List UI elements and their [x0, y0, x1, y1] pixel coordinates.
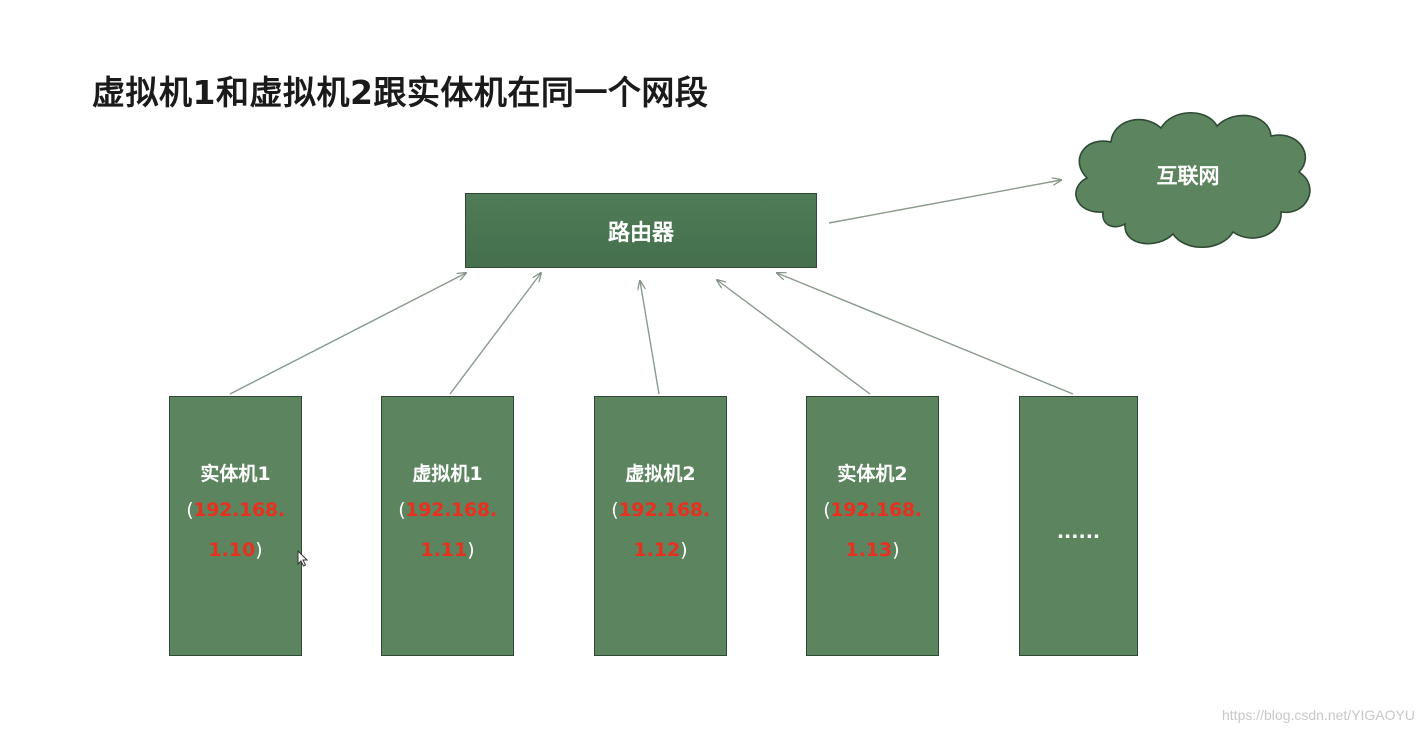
arrow-router-to-internet: [828, 180, 1061, 224]
machine-name: 虚拟机1: [412, 463, 483, 485]
internet-cloud: 互联网: [1063, 100, 1325, 252]
arrow-machine4-to-router: [717, 280, 871, 395]
router-label: 路由器: [607, 220, 674, 246]
ip-address-part2: 1.11: [420, 539, 468, 561]
arrow-machine1-to-router: [229, 273, 466, 395]
machine-virtual-2: 虚拟机2 (192.168. 1.12): [594, 396, 727, 656]
machine-name: 实体机1: [200, 463, 271, 485]
watermark: https://blog.csdn.net/YIGAOYU: [1222, 707, 1415, 723]
internet-label: 互联网: [1156, 164, 1220, 188]
machine-name: 虚拟机2: [625, 463, 696, 485]
ip-address-part2: 1.13: [845, 539, 893, 561]
arrow-machine5-to-router: [777, 273, 1074, 395]
machine-name: 实体机2: [837, 463, 908, 485]
ellipsis-label: ......: [1056, 521, 1101, 543]
router-box: 路由器: [465, 193, 817, 268]
ip-address-part1: 192.168.: [405, 499, 497, 521]
close-paren: ): [680, 539, 688, 561]
open-paren: (: [398, 499, 406, 521]
mouse-cursor-icon: [297, 550, 309, 567]
machine-physical-2: 实体机2 (192.168. 1.13): [806, 396, 939, 656]
close-paren: ): [467, 539, 475, 561]
machine-virtual-1: 虚拟机1 (192.168. 1.11): [381, 396, 514, 656]
ip-address-part1: 192.168.: [618, 499, 710, 521]
arrow-machine2-to-router: [449, 273, 541, 395]
ip-address-part2: 1.10: [208, 539, 256, 561]
page-title: 虚拟机1和虚拟机2跟实体机在同一个网段: [92, 73, 709, 112]
ip-address-part1: 192.168.: [193, 499, 285, 521]
machine-more: ......: [1019, 396, 1138, 656]
close-paren: ): [255, 539, 263, 561]
close-paren: ): [892, 539, 900, 561]
machine-physical-1: 实体机1 (192.168. 1.10): [169, 396, 302, 656]
open-paren: (: [611, 499, 619, 521]
cloud-shape: [1075, 112, 1311, 248]
ip-address-part2: 1.12: [633, 539, 681, 561]
open-paren: (: [823, 499, 831, 521]
arrow-machine3-to-router: [640, 281, 660, 395]
open-paren: (: [186, 499, 194, 521]
ip-address-part1: 192.168.: [830, 499, 922, 521]
